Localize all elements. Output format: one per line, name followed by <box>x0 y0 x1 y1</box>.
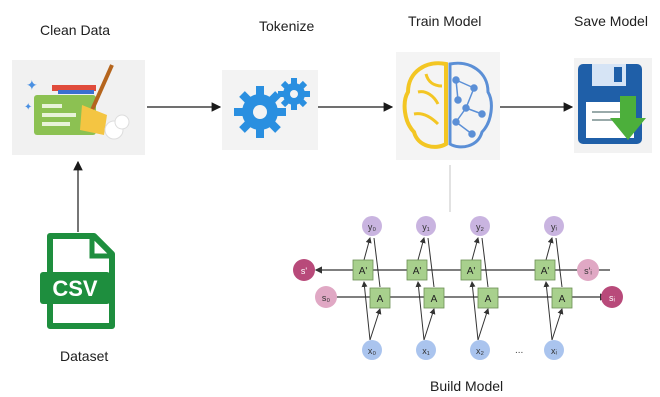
output-node-label: yᵢ <box>551 222 557 232</box>
forward-cell-1 <box>423 287 445 309</box>
forward-cell-0 <box>369 287 391 309</box>
broom-head <box>80 105 107 135</box>
brain-icon <box>396 52 500 160</box>
clean-data-label: Clean Data <box>40 22 111 38</box>
input-node-0 <box>362 340 382 360</box>
input-node-label: x₂ <box>476 346 485 356</box>
svg-text:s'ᵢ: s'ᵢ <box>584 266 592 276</box>
svg-text:✦: ✦ <box>26 78 38 94</box>
forward-cell-label: A <box>485 294 492 305</box>
svg-text:s': s' <box>301 266 308 276</box>
s-prime-left-node <box>293 259 315 281</box>
build-model-label: Build Model <box>430 378 504 394</box>
svg-text:sᵢ: sᵢ <box>609 293 615 303</box>
backward-cell-label: A' <box>359 266 368 277</box>
backward-cell-0 <box>352 259 374 281</box>
train-model-label: Train Model <box>408 13 482 29</box>
input-node-label: x₁ <box>422 346 430 356</box>
floppy-disk-icon <box>574 58 652 153</box>
forward-cell-label: A <box>431 294 438 305</box>
s-prime-i-node <box>577 259 599 281</box>
csv-file-icon: CSV <box>36 232 120 332</box>
csv-text: CSV <box>52 276 98 301</box>
si-node <box>601 286 623 308</box>
big-gear <box>234 86 286 138</box>
output-node-3 <box>544 216 564 236</box>
output-node-2 <box>470 216 490 236</box>
input-node-label: x₀ <box>368 346 377 356</box>
input-node-2 <box>470 340 490 360</box>
gears-icon <box>222 70 318 150</box>
download-arrow-icon <box>610 96 646 140</box>
bidirectional-rnn-diagram: A' Ay₀ x₀ A' Ay₁ x₁ A' Ay₂ x₂ A' Ayᵢ xᵢ ... s' s₀ s… <box>293 216 623 360</box>
small-gear <box>278 78 310 110</box>
svg-text:s₀: s₀ <box>322 293 331 303</box>
forward-cell-3 <box>551 287 573 309</box>
forward-cell-label: A <box>377 294 384 305</box>
backward-cell-2 <box>460 259 482 281</box>
output-node-label: y₁ <box>422 222 430 232</box>
input-node-1 <box>416 340 436 360</box>
backward-cell-label: A' <box>541 266 550 277</box>
output-node-label: y₀ <box>368 222 377 232</box>
forward-cell-2 <box>477 287 499 309</box>
input-node-label: xᵢ <box>551 346 557 356</box>
dataset-label: Dataset <box>60 348 109 364</box>
backward-cell-1 <box>406 259 428 281</box>
backward-cell-3 <box>534 259 556 281</box>
clean-data-icon: ✦ ✦ <box>12 60 145 155</box>
s0-node <box>315 286 337 308</box>
output-node-1 <box>416 216 436 236</box>
save-model-label: Save Model <box>574 13 648 29</box>
broom-handle <box>90 64 114 111</box>
brain-left <box>402 61 448 149</box>
ellipsis-text: ... <box>515 345 523 356</box>
svg-text:✦: ✦ <box>24 102 32 113</box>
brain-right <box>448 61 493 149</box>
input-node-3 <box>544 340 564 360</box>
tokenize-label: Tokenize <box>259 18 315 34</box>
forward-cell-label: A <box>559 294 566 305</box>
output-node-0 <box>362 216 382 236</box>
output-node-label: y₂ <box>476 222 485 232</box>
backward-cell-label: A' <box>413 266 422 277</box>
backward-cell-label: A' <box>467 266 476 277</box>
